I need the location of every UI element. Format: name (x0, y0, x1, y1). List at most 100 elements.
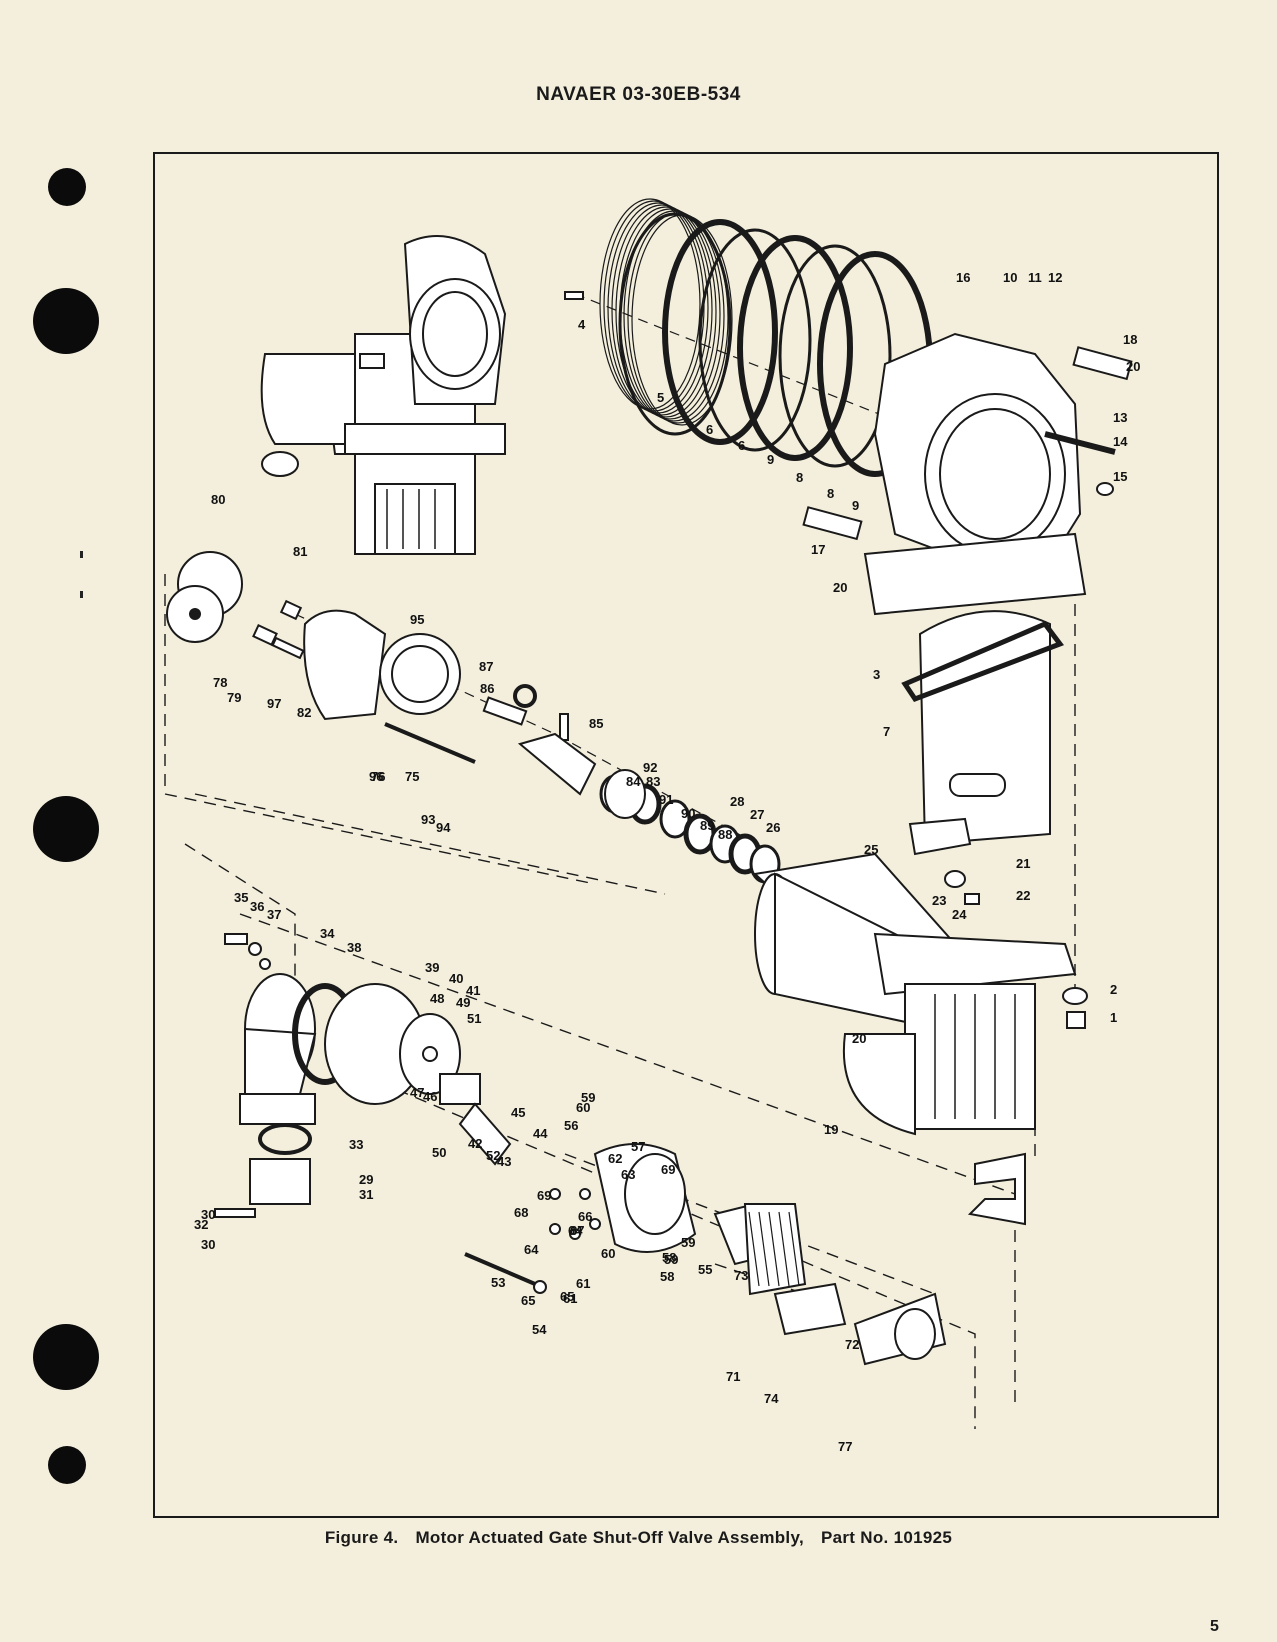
document-number-header: NAVAER 03-30EB-534 (536, 84, 741, 105)
callout-33: 33 (349, 1137, 363, 1152)
callout-7: 7 (883, 724, 890, 739)
washer (1062, 987, 1088, 1005)
callout-64: 64 (568, 1223, 583, 1238)
callout-32: 32 (194, 1217, 208, 1232)
callout-13: 13 (1113, 410, 1127, 425)
callout-30: 30 (201, 1237, 215, 1252)
wrench-tool (967, 1152, 1026, 1226)
callout-59: 59 (664, 1252, 678, 1267)
callout-16: 16 (956, 270, 970, 285)
binder-hole-2 (33, 288, 99, 354)
washer (248, 942, 262, 956)
callout-87: 87 (479, 659, 493, 674)
callout-6: 6 (738, 438, 745, 453)
binder-hole-1 (48, 168, 86, 206)
callout-90: 90 (681, 806, 695, 821)
callout-43: 43 (497, 1154, 511, 1169)
name-plate (802, 506, 863, 541)
bellows-fold (611, 204, 713, 416)
callout-29: 29 (359, 1172, 373, 1187)
callout-38: 38 (347, 940, 361, 955)
callout-8: 8 (796, 470, 803, 485)
callout-8: 8 (827, 486, 834, 501)
figure-part-number: Part No. 101925 (821, 1528, 953, 1547)
callout-96: 96 (369, 769, 383, 784)
callout-61: 61 (576, 1276, 590, 1291)
callout-60: 60 (601, 1246, 615, 1261)
callout-69: 69 (661, 1162, 675, 1177)
callout-10: 10 (1003, 270, 1017, 285)
gate-plate (918, 610, 1051, 846)
callout-27: 27 (750, 807, 764, 822)
assembly-guide-line (359, 1073, 976, 1429)
callout-26: 26 (766, 820, 780, 835)
fastener (569, 1228, 581, 1240)
field-lamination (788, 1211, 800, 1287)
bellows-fold (631, 214, 733, 426)
assembled-valve-motor-housing (260, 353, 356, 445)
fastener (579, 1188, 591, 1200)
shaft (271, 636, 305, 660)
callout-20: 20 (1126, 359, 1140, 374)
callout-49: 49 (456, 995, 470, 1010)
switch-bracket (458, 1102, 512, 1166)
assembled-valve-skirt (374, 483, 456, 555)
nut (533, 1280, 547, 1294)
fastener (549, 1223, 561, 1235)
callout-28: 28 (730, 794, 744, 809)
bearing (604, 769, 646, 819)
callout-58: 58 (662, 1250, 676, 1265)
gear-hub (189, 608, 201, 620)
through-bolt (464, 1252, 536, 1286)
gate-valve-bore-inner (939, 408, 1051, 540)
pin (559, 713, 569, 741)
bellows-fold (627, 212, 729, 424)
callout-89: 89 (700, 818, 714, 833)
callout-56: 56 (564, 1118, 578, 1133)
o-ring (258, 1123, 312, 1155)
callout-12: 12 (1048, 270, 1062, 285)
callout-63: 63 (621, 1167, 635, 1182)
callout-73: 73 (734, 1268, 748, 1283)
assembly-guide-line (164, 574, 596, 885)
margin-mark (80, 591, 83, 598)
callout-60: 60 (576, 1100, 590, 1115)
callout-48: 48 (430, 991, 444, 1006)
callout-50: 50 (432, 1145, 446, 1160)
callout-62: 62 (608, 1151, 622, 1166)
field-lamination (758, 1211, 770, 1287)
callout-68: 68 (514, 1205, 528, 1220)
callout-1: 1 (1110, 1010, 1117, 1025)
callout-44: 44 (533, 1126, 548, 1141)
callout-88: 88 (718, 827, 732, 842)
field-lamination (748, 1211, 760, 1287)
callout-97: 97 (267, 696, 281, 711)
callout-41: 41 (466, 983, 480, 998)
assembled-valve-connector (261, 451, 299, 477)
callout-37: 37 (267, 907, 281, 922)
bushing (279, 599, 303, 621)
callout-52: 52 (486, 1148, 500, 1163)
callout-95: 95 (410, 612, 424, 627)
washer (944, 870, 966, 888)
motor-end-housing-flange (239, 1093, 316, 1125)
callout-72: 72 (845, 1337, 859, 1352)
callout-31: 31 (359, 1187, 373, 1202)
callout-69: 69 (537, 1188, 551, 1203)
callout-91: 91 (659, 792, 673, 807)
bellows-fold (623, 210, 725, 422)
callout-79: 79 (227, 690, 241, 705)
callout-57: 57 (631, 1139, 645, 1154)
callout-22: 22 (1016, 888, 1030, 903)
callout-14: 14 (1113, 434, 1128, 449)
callout-66: 66 (578, 1209, 592, 1224)
motor-housing-case (904, 983, 1036, 1130)
callout-58: 58 (660, 1269, 674, 1284)
pinion (252, 624, 278, 646)
callout-82: 82 (297, 705, 311, 720)
callout-81: 81 (293, 544, 307, 559)
lock-washer (259, 958, 271, 970)
seal-ring (778, 244, 892, 468)
figure-title: Motor Actuated Gate Shut-Off Valve Assem… (415, 1528, 804, 1547)
brush-holder (439, 1073, 481, 1105)
